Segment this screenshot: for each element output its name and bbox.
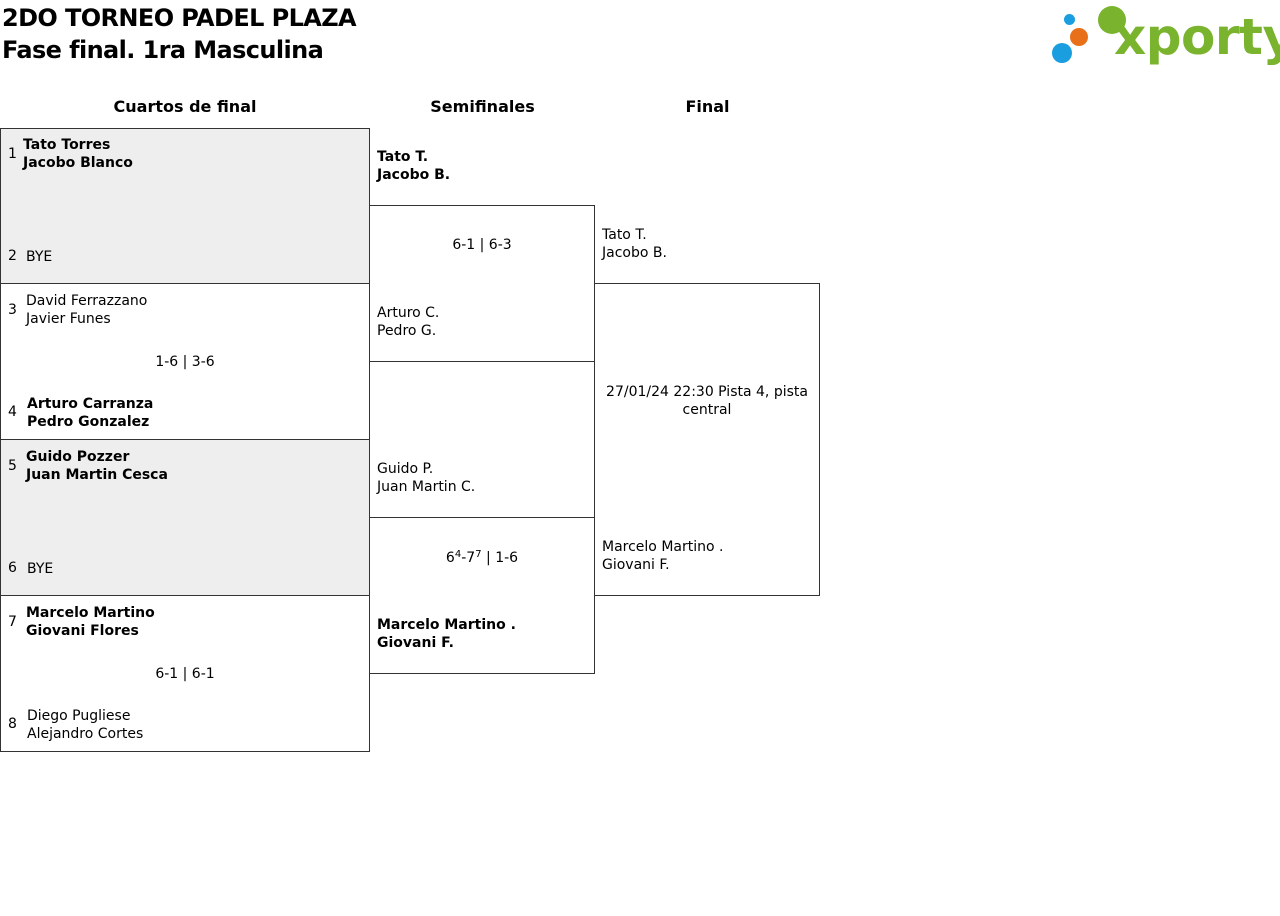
player-name: Juan Martin Cesca	[26, 467, 168, 483]
qf-match-2: 3 David Ferrazzano Javier Funes 1-6 | 3-…	[0, 283, 370, 440]
team-entry: Diego Pugliese Alejandro Cortes	[27, 707, 143, 743]
final-team-b: Marcelo Martino . Giovani F.	[602, 538, 723, 574]
seed-number: 6	[8, 560, 17, 576]
player-name: Guido Pozzer	[26, 449, 130, 465]
player-name: Alejandro Cortes	[27, 726, 144, 742]
round-header-final: Final	[685, 97, 730, 116]
logo-dot-blue-small	[1064, 14, 1075, 25]
remaining-sets: | 1-6	[481, 550, 519, 566]
team-entry: David Ferrazzano Javier Funes	[26, 292, 147, 328]
player-name: Jacobo B.	[377, 167, 451, 183]
logo-dot-orange	[1070, 28, 1088, 46]
tiebreak-a: 4	[454, 549, 462, 560]
sf2-team-a: Guido P. Juan Martin C.	[377, 460, 475, 496]
player-name: Jacobo B.	[602, 245, 667, 261]
player-name: Arturo C.	[377, 305, 440, 321]
logo-dot-green	[1098, 6, 1126, 34]
round-header-quarterfinals: Cuartos de final	[113, 97, 257, 116]
qf-match-3: 5 Guido Pozzer Juan Martin Cesca 6 BYE	[0, 439, 370, 596]
player-name: Marcelo Martino .	[377, 617, 516, 633]
team-entry: Tato Torres Jacobo Blanco	[23, 136, 133, 172]
logo-dot-blue-large	[1052, 43, 1072, 63]
seed-number: 8	[8, 716, 17, 732]
player-name: Pedro Gonzalez	[27, 414, 150, 430]
player-name: Pedro G.	[377, 323, 437, 339]
player-name: Arturo Carranza	[27, 396, 154, 412]
tiebreak-b: 7	[475, 549, 482, 560]
team-entry: BYE	[27, 560, 53, 578]
seed-number: 5	[8, 458, 17, 474]
seed-number: 3	[8, 302, 17, 318]
logo-wordmark: xporty	[1114, 8, 1280, 66]
player-name: Giovani F.	[602, 557, 670, 573]
set1-games-b: 7	[466, 550, 476, 566]
team-entry: Guido Pozzer Juan Martin Cesca	[26, 448, 168, 484]
seed-number: 1	[8, 146, 17, 162]
seed-number: 7	[8, 614, 17, 630]
player-name: Juan Martin C.	[377, 479, 476, 495]
final-schedule-info: 27/01/24 22:30 Pista 4, pista central	[606, 384, 808, 418]
match-score: 64-77 | 1-6	[445, 549, 519, 567]
player-name: Jacobo Blanco	[23, 155, 133, 171]
player-name: Tato T.	[602, 227, 647, 243]
seed-number: 2	[8, 248, 17, 264]
team-entry: Arturo Carranza Pedro Gonzalez	[27, 395, 153, 431]
player-name: Giovani Flores	[26, 623, 139, 639]
player-name: Guido P.	[377, 461, 434, 477]
match-score: 6-1 | 6-1	[155, 666, 215, 682]
phase-subtitle: Fase final. 1ra Masculina	[2, 36, 324, 64]
qf-match-4: 7 Marcelo Martino Giovani Flores 6-1 | 6…	[0, 595, 370, 752]
team-entry: Marcelo Martino Giovani Flores	[26, 604, 155, 640]
sf1-team-b: Arturo C. Pedro G.	[377, 304, 439, 340]
sf-match-1: 6-1 | 6-3 Arturo C. Pedro G.	[369, 205, 595, 362]
tournament-title: 2DO TORNEO PADEL PLAZA	[2, 4, 357, 32]
player-name: Diego Pugliese	[27, 708, 131, 724]
match-score: 1-6 | 3-6	[155, 354, 215, 370]
player-name: Marcelo Martino	[26, 605, 155, 621]
player-name: BYE	[26, 249, 53, 265]
player-name: Giovani F.	[377, 635, 454, 651]
player-name: Javier Funes	[26, 311, 111, 327]
player-name: Tato T.	[377, 149, 429, 165]
seed-number: 4	[8, 404, 17, 420]
player-name: Tato Torres	[23, 137, 111, 153]
xporty-logo: xporty	[1050, 2, 1280, 68]
player-name: Marcelo Martino .	[602, 539, 724, 555]
sf2-team-b: Marcelo Martino . Giovani F.	[377, 616, 516, 652]
qf-match-1: 1 Tato Torres Jacobo Blanco 2 BYE	[0, 128, 370, 284]
match-score: 6-1 | 6-3	[452, 237, 512, 253]
final-match: 27/01/24 22:30 Pista 4, pista central Ma…	[594, 283, 820, 596]
team-entry: BYE	[26, 248, 52, 266]
player-name: BYE	[27, 561, 54, 577]
final-team-a: Tato T. Jacobo B.	[602, 226, 667, 262]
player-name: David Ferrazzano	[26, 293, 148, 309]
sf-match-2: 64-77 | 1-6 Marcelo Martino . Giovani F.	[369, 517, 595, 674]
sf1-team-a: Tato T. Jacobo B.	[377, 148, 450, 184]
round-header-semifinals: Semifinales	[430, 97, 535, 116]
set1-games-a: 6	[445, 550, 455, 566]
